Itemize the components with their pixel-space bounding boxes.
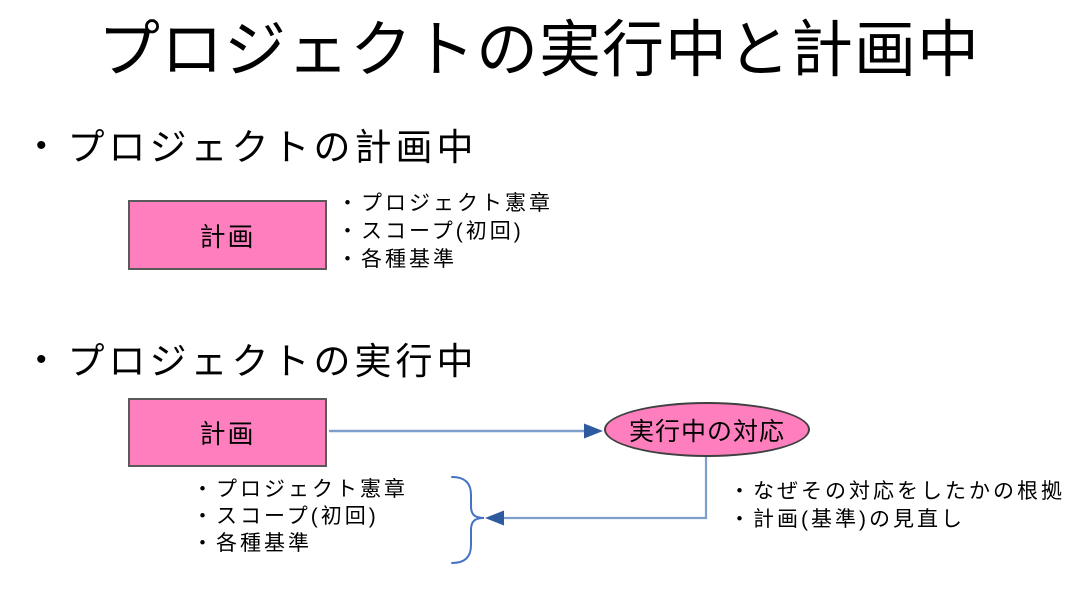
plan-box-executing-label: 計画 <box>199 419 256 449</box>
baseline-list: ・プロジェクト憲章 ・スコープ(初回) ・各種基準 <box>192 476 408 557</box>
list-item: ・スコープ(初回) <box>337 220 524 243</box>
bullet-icon: • <box>36 129 51 162</box>
heading-planning-label: プロジェクトの計画中 <box>67 127 478 168</box>
heading-executing-label: プロジェクトの実行中 <box>67 341 478 382</box>
arrow-right-icon <box>329 423 603 439</box>
heading-planning: • プロジェクトの計画中 <box>36 117 478 171</box>
list-item: ・スコープ(初回) <box>192 505 379 528</box>
response-ellipse-label: 実行中の対応 <box>628 417 785 446</box>
list-item: ・各種基準 <box>337 248 457 271</box>
plan-box-planning: 計画 <box>128 200 327 270</box>
list-item: ・各種基準 <box>192 532 312 555</box>
list-item: ・プロジェクト憲章 <box>337 192 553 215</box>
plan-box-planning-label: 計画 <box>199 221 256 252</box>
plan-box-executing: 計画 <box>128 398 327 467</box>
list-item: ・なぜその対応をしたかの根拠 <box>729 480 1065 503</box>
list-item: ・計画(基準)の見直し <box>729 508 965 531</box>
planning-output-list: ・プロジェクト憲章 ・スコープ(初回) ・各種基準 <box>337 190 553 274</box>
curly-brace-icon <box>451 476 485 564</box>
rationale-list: ・なぜその対応をしたかの根拠 ・計画(基準)の見直し <box>729 478 1065 534</box>
arrow-left-elbow-icon <box>485 457 708 526</box>
slide-title: プロジェクトの実行中と計画中 <box>97 16 980 85</box>
heading-executing: • プロジェクトの実行中 <box>36 331 478 385</box>
bullet-icon: • <box>36 343 51 376</box>
list-item: ・プロジェクト憲章 <box>192 478 408 501</box>
response-ellipse: 実行中の対応 <box>604 402 810 457</box>
